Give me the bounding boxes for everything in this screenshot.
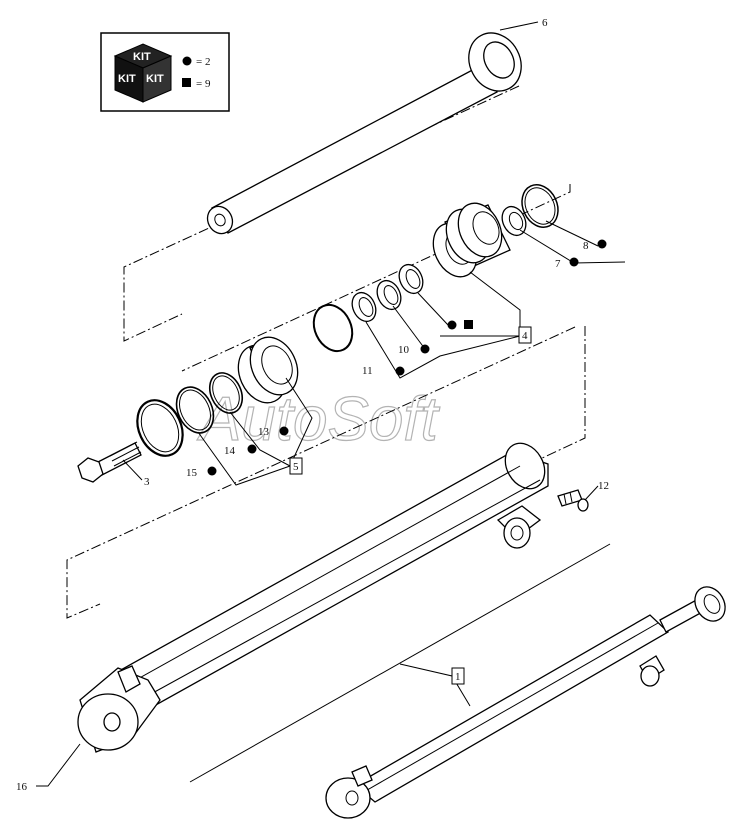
separator-line (189, 543, 611, 783)
kit-circle-icon (420, 344, 430, 354)
callout-11: 11 (362, 365, 373, 377)
callout-6: 6 (542, 17, 548, 29)
piston-assembly (136, 184, 559, 457)
callout-14: 14 (224, 445, 236, 457)
callout-1: 1 (455, 671, 461, 683)
square-quantity: = 9 (196, 78, 211, 90)
kit-legend: KIT KIT KIT = 2 = 9 (100, 32, 230, 112)
kit-circle-icon (447, 320, 457, 330)
kit-label-top: KIT (133, 51, 151, 63)
bolt-3 (77, 441, 142, 483)
number-callouts: 6 8 7 10 11 13 14 15 3 12 16 (16, 17, 609, 793)
callout-5: 5 (293, 461, 299, 473)
kit-circle-icon (569, 257, 579, 267)
kit-markers (207, 239, 607, 476)
kit-circle-icon (247, 444, 257, 454)
kit-circle-icon (207, 466, 217, 476)
cylinder-barrel (77, 442, 549, 753)
callout-3: 3 (144, 476, 150, 488)
kit-circle-icon (597, 239, 607, 249)
circle-quantity: = 2 (196, 56, 210, 68)
assembled-cylinder (325, 586, 726, 819)
kit-square-icon (464, 320, 473, 329)
kit-box-icon: KIT KIT KIT (113, 43, 173, 103)
boxed-callouts: 4 5 1 (289, 326, 532, 685)
kit-circle-icon (279, 426, 289, 436)
kit-label-left: KIT (118, 73, 136, 85)
callout-13: 13 (258, 426, 270, 438)
callout-8: 8 (583, 240, 589, 252)
callout-10: 10 (398, 344, 410, 356)
callout-4: 4 (522, 330, 528, 342)
circle-symbol-icon (182, 56, 192, 66)
callout-12: 12 (598, 480, 609, 492)
bolt-12 (557, 489, 589, 512)
kit-label-right: KIT (146, 73, 164, 85)
kit-circle-icon (395, 366, 405, 376)
callout-15: 15 (186, 467, 198, 479)
leader-lines (36, 21, 626, 787)
callout-16: 16 (16, 781, 28, 793)
square-symbol-icon (182, 78, 191, 87)
callout-7: 7 (555, 258, 561, 270)
watermark: AutoSoft (196, 385, 441, 454)
piston-rod (206, 32, 522, 235)
